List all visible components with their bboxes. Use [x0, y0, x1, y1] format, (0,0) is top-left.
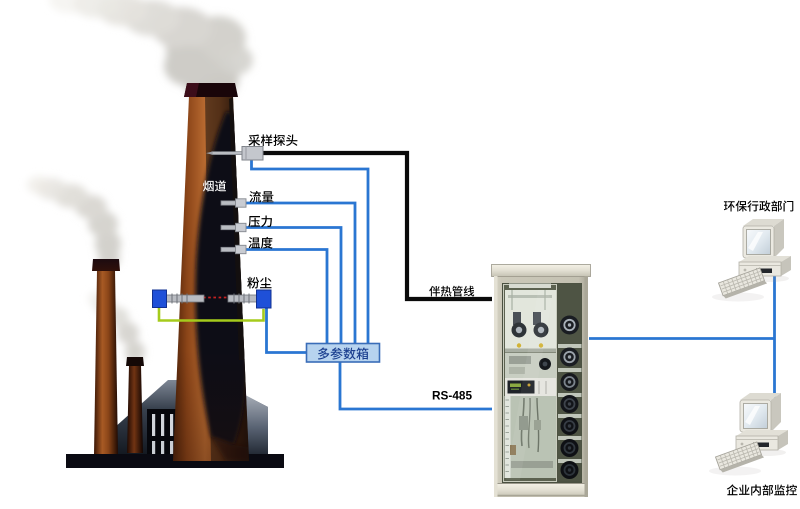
svg-text:RS-485: RS-485 — [432, 389, 472, 403]
